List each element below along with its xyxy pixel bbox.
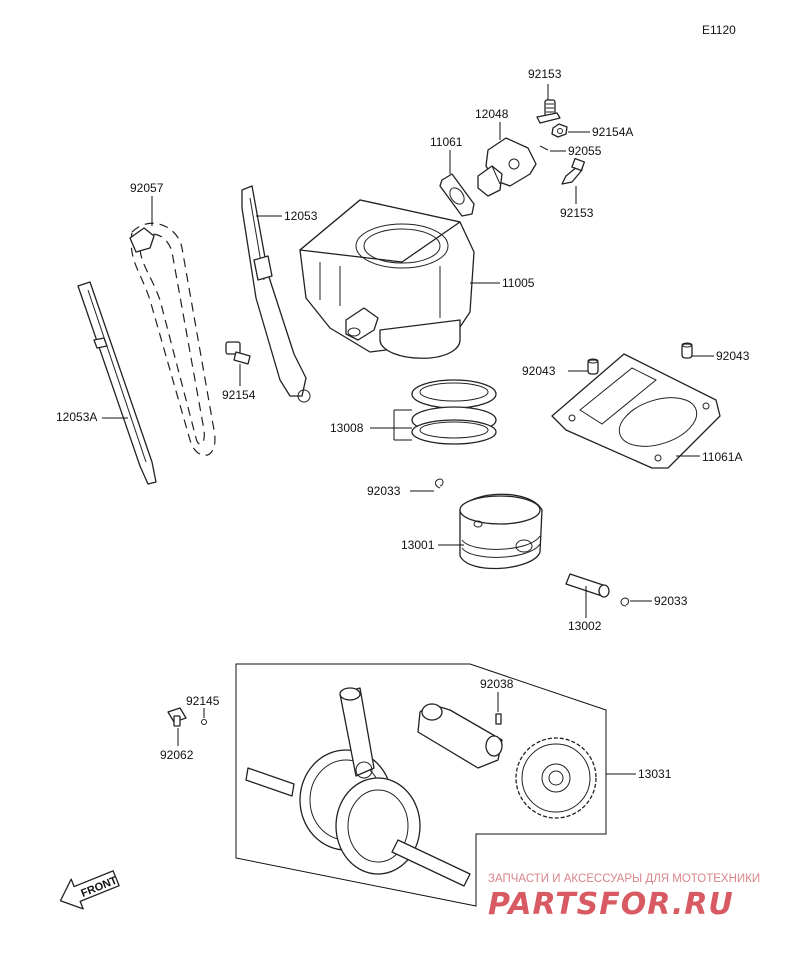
base-gasket-11061A <box>551 353 721 469</box>
label-92153-bottom: 92153 <box>560 206 594 220</box>
o-ring-92145 <box>201 719 207 725</box>
label-13031: 13031 <box>638 767 672 781</box>
label-92057: 92057 <box>130 181 164 195</box>
piston-13001 <box>459 493 543 570</box>
label-92153-top: 92153 <box>528 67 562 81</box>
label-92055: 92055 <box>568 144 602 158</box>
washer-92154A <box>551 123 568 138</box>
crankshaft-assembly-box <box>235 663 607 907</box>
label-92154: 92154 <box>222 388 256 402</box>
piston-rings-13008 <box>411 379 497 445</box>
label-11061: 11061 <box>430 135 463 149</box>
label-13008: 13008 <box>330 421 364 435</box>
circlip-92033-right <box>620 597 629 607</box>
cam-chain-92057 <box>129 222 216 457</box>
piston-pin-13002 <box>565 573 610 598</box>
label-11061A: 11061A <box>702 450 742 464</box>
label-92033-top: 92033 <box>367 484 401 498</box>
label-12053: 12053 <box>284 209 318 223</box>
label-92043-right: 92043 <box>716 349 750 363</box>
label-92033-right: 92033 <box>654 594 688 608</box>
dowel-92043-left <box>587 358 599 375</box>
bolt-92154 <box>225 341 251 365</box>
label-13002: 13002 <box>568 619 602 633</box>
key-92038 <box>495 713 502 725</box>
chain-guide-12053 <box>241 185 311 403</box>
cylinder-11005 <box>299 199 475 359</box>
balancer-shaft <box>417 703 503 769</box>
circlip-92033-top <box>435 478 444 489</box>
label-92062: 92062 <box>160 748 194 762</box>
screw-92062 <box>167 707 187 727</box>
chain-guide-12053A <box>77 281 157 485</box>
drive-gear <box>515 737 597 819</box>
tensioner-12048 <box>477 137 537 197</box>
front-arrow: FRONT <box>59 870 120 910</box>
diagram-code: E1120 <box>702 23 736 37</box>
label-92043-left: 92043 <box>522 364 556 378</box>
crankshaft <box>245 687 471 887</box>
bolt-92153-top <box>536 99 561 124</box>
label-12053A: 12053A <box>56 410 97 424</box>
gasket-11061 <box>439 173 475 217</box>
label-13001: 13001 <box>401 538 435 552</box>
label-92038: 92038 <box>480 677 514 691</box>
pin-92055 <box>539 145 549 151</box>
watermark-brand: PARTSFOR.RU <box>488 887 734 922</box>
watermark-tagline: ЗАПЧАСТИ И АКСЕССУАРЫ ДЛЯ МОТОТЕХНИКИ <box>488 873 760 885</box>
bolt-92153-bottom <box>561 157 586 185</box>
label-11005: 11005 <box>502 276 535 290</box>
dowel-92043-right <box>681 342 693 359</box>
label-92145: 92145 <box>186 694 220 708</box>
label-92154A: 92154A <box>592 125 633 139</box>
label-12048: 12048 <box>475 107 509 121</box>
